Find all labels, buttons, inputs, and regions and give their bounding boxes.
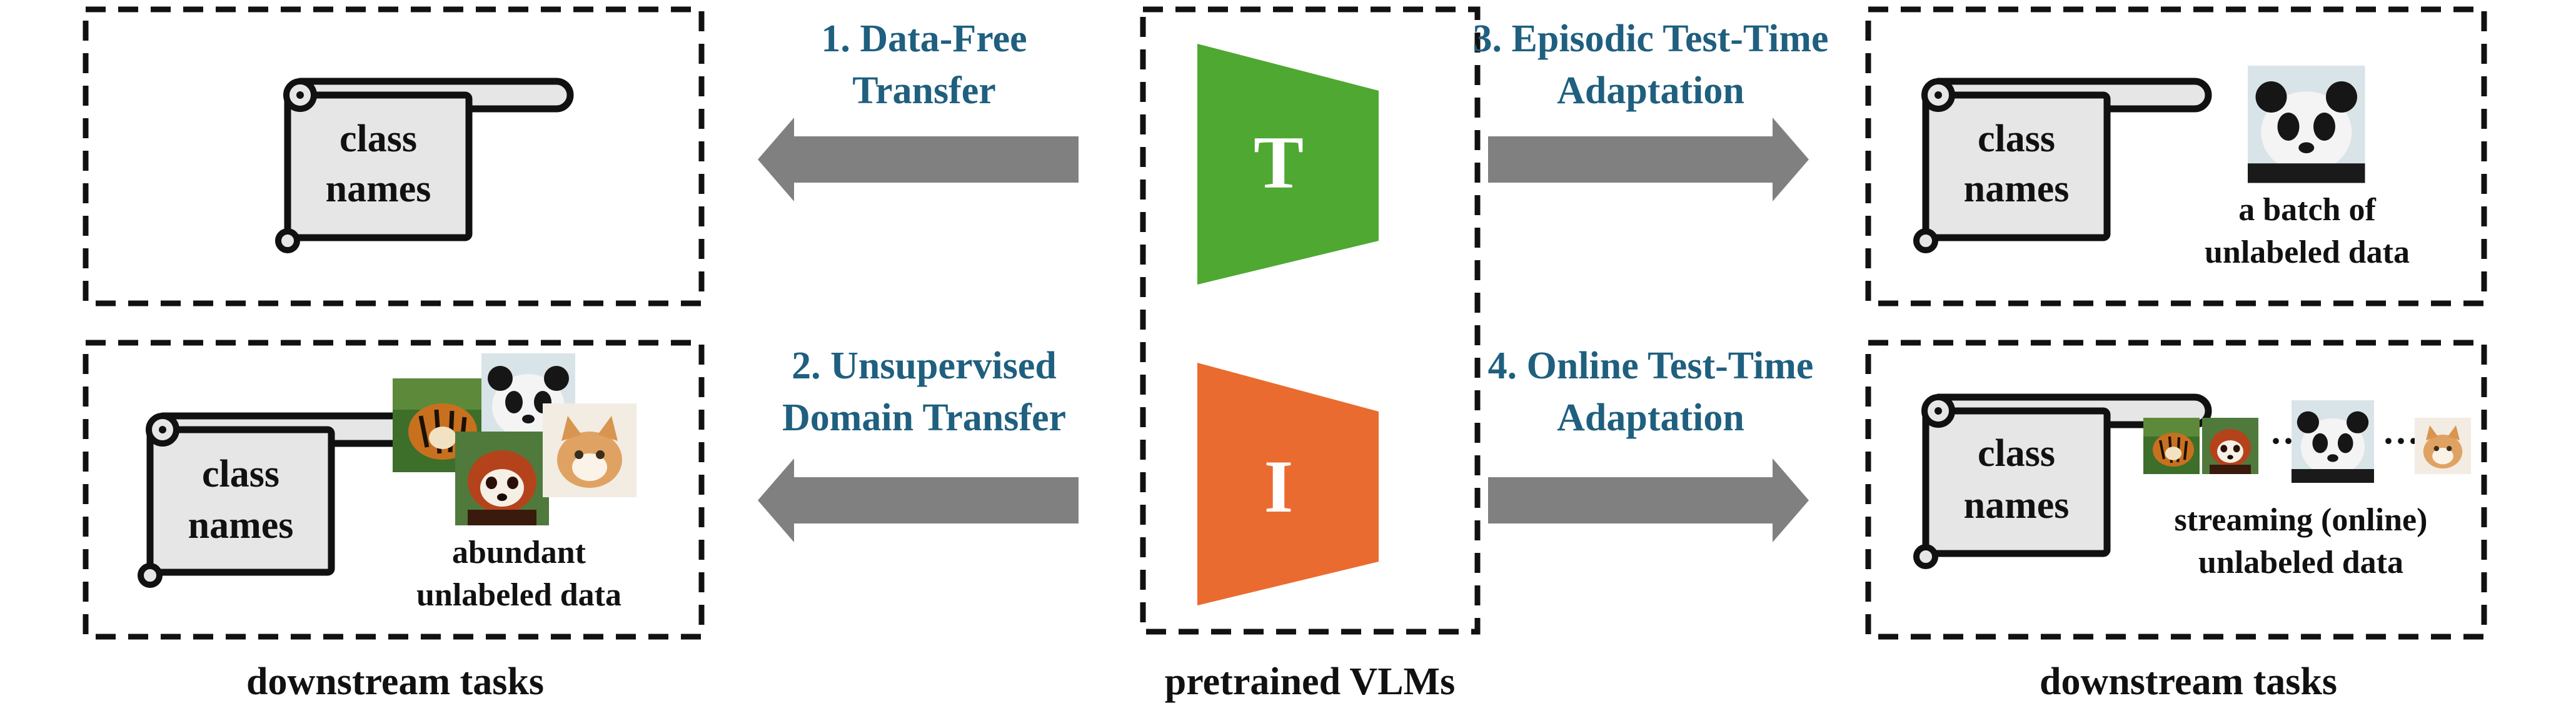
data-caption-line2: unlabeled data: [416, 577, 621, 613]
red-panda-photo: [455, 432, 549, 525]
kitten-photo: [2415, 418, 2471, 474]
setting-1-line1: 1. Data-Free: [821, 18, 1027, 60]
box-top-left: [83, 6, 705, 306]
caption-downstream-right: downstream tasks: [2040, 660, 2337, 703]
setting-2-line2: Domain Transfer: [782, 397, 1066, 439]
setting-4-line2: Adaptation: [1557, 397, 1744, 439]
image-encoder-letter: I: [1264, 445, 1294, 528]
setting-1-line2: Transfer: [852, 69, 996, 112]
text-encoder-letter: T: [1254, 121, 1304, 204]
text-encoder: [1197, 44, 1379, 285]
image-encoder: [1197, 363, 1379, 605]
class-names-line1: class: [340, 118, 417, 160]
box-center-vlm: [1140, 6, 1481, 635]
arrow-episodic: [1488, 118, 1809, 201]
data-caption-line2: unlabeled data: [2205, 235, 2410, 270]
data-caption-line2: unlabeled data: [2198, 545, 2403, 580]
kitten-photo: [543, 403, 636, 497]
class-names-line1: class: [202, 453, 279, 495]
setting-4-line1: 4. Online Test-Time: [1488, 345, 1814, 387]
scroll-icon: [1916, 81, 2208, 250]
class-names-line1: class: [1978, 118, 2055, 160]
red-panda-photo: [2202, 418, 2258, 474]
setting-3-line1: 3. Episodic Test-Time: [1472, 18, 1828, 60]
caption-pretrained-vlms: pretrained VLMs: [1165, 660, 1455, 703]
data-caption-line1: a batch of: [2238, 192, 2376, 228]
class-names-line2: names: [1964, 484, 2070, 527]
arrow-unsupervised: [758, 458, 1079, 542]
scroll-icon: [278, 81, 570, 250]
panda-photo: [2292, 400, 2374, 483]
panda-photo: [2248, 66, 2365, 183]
stream-dots: ···: [2382, 420, 2420, 462]
data-caption-line1: streaming (online): [2175, 502, 2428, 538]
setting-3-line2: Adaptation: [1557, 69, 1744, 112]
box-top-right: [1865, 6, 2487, 306]
box-bottom-right: [1865, 340, 2487, 640]
arrow-online: [1488, 458, 1809, 542]
setting-2-line1: 2. Unsupervised: [792, 345, 1057, 387]
class-names-line1: class: [1978, 432, 2055, 475]
scroll-icon: [141, 416, 433, 585]
data-caption-line1: abundant: [452, 535, 586, 570]
arrow-data-free: [758, 118, 1079, 201]
box-bottom-left: [83, 340, 705, 640]
tiger-photo: [2143, 418, 2200, 474]
caption-downstream-left: downstream tasks: [246, 660, 544, 703]
class-names-line2: names: [188, 504, 294, 547]
class-names-line2: names: [1964, 168, 2070, 210]
class-names-line2: names: [326, 168, 431, 210]
